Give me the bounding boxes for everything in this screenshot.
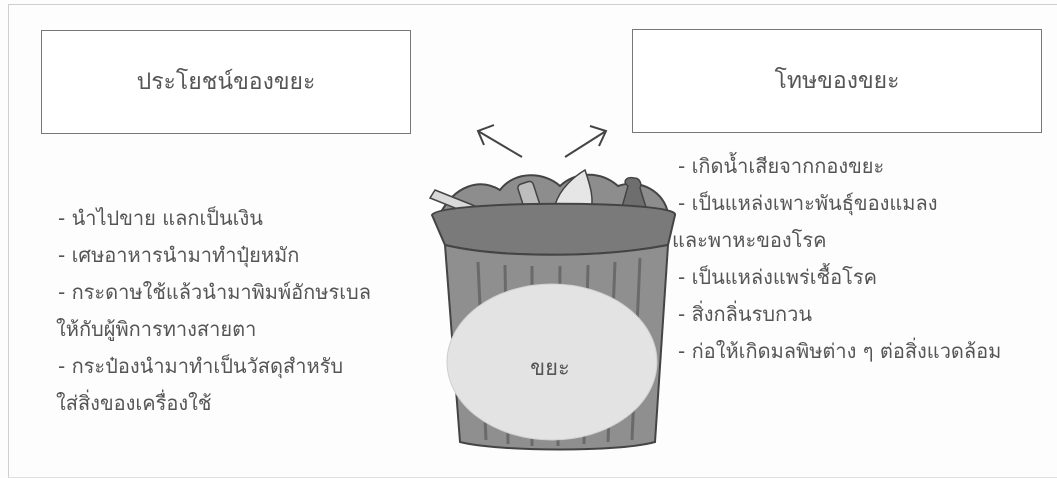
list-item: - ก่อให้เกิดมลพิษต่าง ๆ ต่อสิ่งแวดล้อม <box>678 339 1002 363</box>
list-item: และพาหะของโรค <box>672 228 827 252</box>
trash-bin-icon <box>428 168 677 451</box>
harms-list: - เกิดน้ำเสียจากกองขยะ - เป็นแหล่งเพาะพั… <box>672 148 1057 370</box>
list-item: ให้กับผู้พิการทางสายตา <box>56 317 257 341</box>
benefits-list: - นำไปขาย แลกเป็นเงิน - เศษอาหารนำมาทำปุ… <box>56 200 438 422</box>
list-item: - นำไปขาย แลกเป็นเงิน <box>58 206 263 230</box>
benefits-title-box: ประโยชน์ของขยะ <box>41 30 411 134</box>
harms-title: โทษของขยะ <box>774 68 900 94</box>
harms-title-box: โทษของขยะ <box>632 29 1042 133</box>
arrow-right-icon <box>564 125 608 158</box>
list-item: - สิ่งกลิ่นรบกวน <box>678 302 813 326</box>
benefits-title: ประโยชน์ของขยะ <box>136 69 316 95</box>
center-label: ขยะ <box>530 356 570 381</box>
list-item: - เกิดน้ำเสียจากกองขยะ <box>678 154 885 178</box>
list-item: - กระป๋องนำมาทำเป็นวัสดุสำหรับ <box>58 354 344 378</box>
list-item: - เป็นแหล่งแพร่เชื้อโรค <box>678 265 877 289</box>
list-item: - เศษอาหารนำมาทำปุ๋ยหมัก <box>58 243 300 267</box>
list-item: - กระดาษใช้แล้วนำมาพิมพ์อักษรเบล <box>58 280 371 304</box>
list-item: ใส่สิ่งของเครื่องใช้ <box>56 391 212 415</box>
arrow-left-icon <box>476 124 523 158</box>
list-item: - เป็นแหล่งเพาะพันธุ์ของแมลง <box>678 191 938 215</box>
